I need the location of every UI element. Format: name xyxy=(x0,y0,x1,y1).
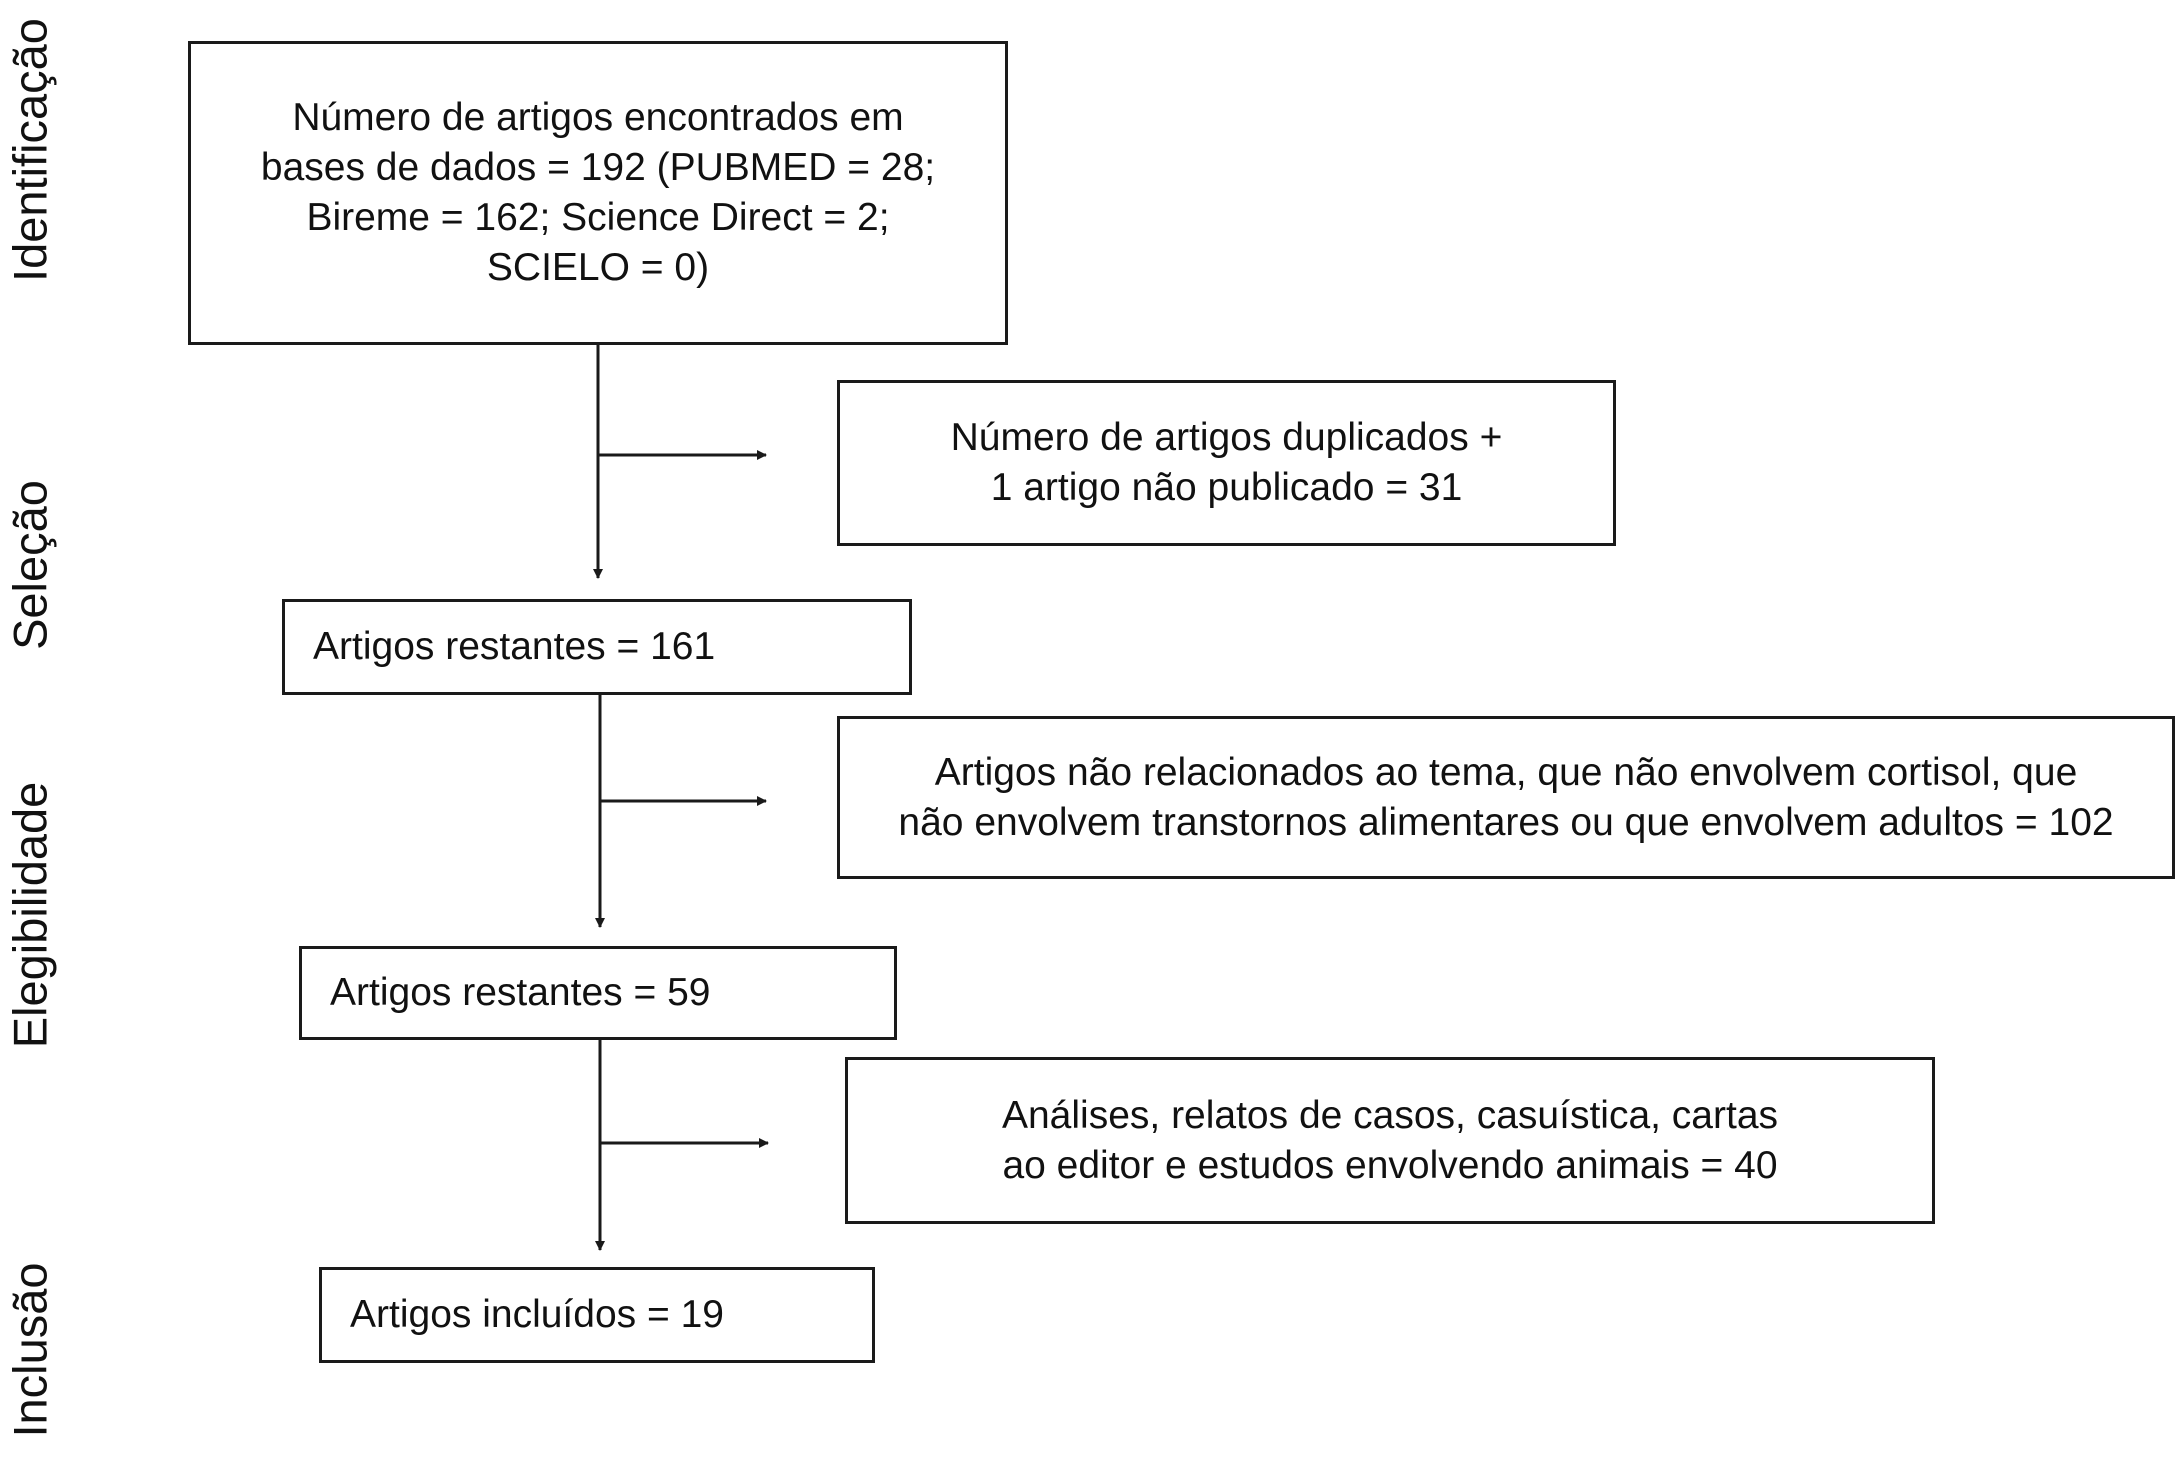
box-excluded-type-line-1: Análises, relatos de casos, casuística, … xyxy=(1001,1093,1779,1137)
box-excluded-topic-line-1: Artigos não relacionados ao tema, que nã… xyxy=(934,750,2078,794)
box-duplicates: Número de artigos duplicados + 1 artigo … xyxy=(837,380,1616,546)
box-identified-line-3: Bireme = 162; Science Direct = 2; xyxy=(306,196,890,239)
box-remaining-1-line-1: Artigos restantes = 161 xyxy=(313,625,716,668)
box-identified: Número de artigos encontrados em bases d… xyxy=(188,41,1008,345)
box-included-line-1: Artigos incluídos = 19 xyxy=(350,1293,724,1336)
box-excluded-topic: Artigos não relacionados ao tema, que nã… xyxy=(837,716,2175,879)
box-identified-line-4: SCIELO = 0) xyxy=(486,246,710,289)
box-excluded-topic-line-2: não envolvem transtornos alimentares ou … xyxy=(898,800,2114,844)
box-excluded-type: Análises, relatos de casos, casuística, … xyxy=(845,1057,1935,1224)
box-remaining-2: Artigos restantes = 59 xyxy=(299,946,897,1040)
box-excluded-type-line-2: ao editor e estudos envolvendo animais =… xyxy=(1002,1143,1778,1187)
box-remaining-2-line-1: Artigos restantes = 59 xyxy=(330,971,711,1014)
box-identified-line-1: Número de artigos encontrados em xyxy=(292,96,904,139)
box-duplicates-line-2: 1 artigo não publicado = 31 xyxy=(990,466,1463,509)
box-identified-line-2: bases de dados = 192 (PUBMED = 28; xyxy=(260,146,936,189)
box-remaining-1: Artigos restantes = 161 xyxy=(282,599,912,695)
box-included: Artigos incluídos = 19 xyxy=(319,1267,875,1363)
box-duplicates-line-1: Número de artigos duplicados + xyxy=(950,416,1503,459)
